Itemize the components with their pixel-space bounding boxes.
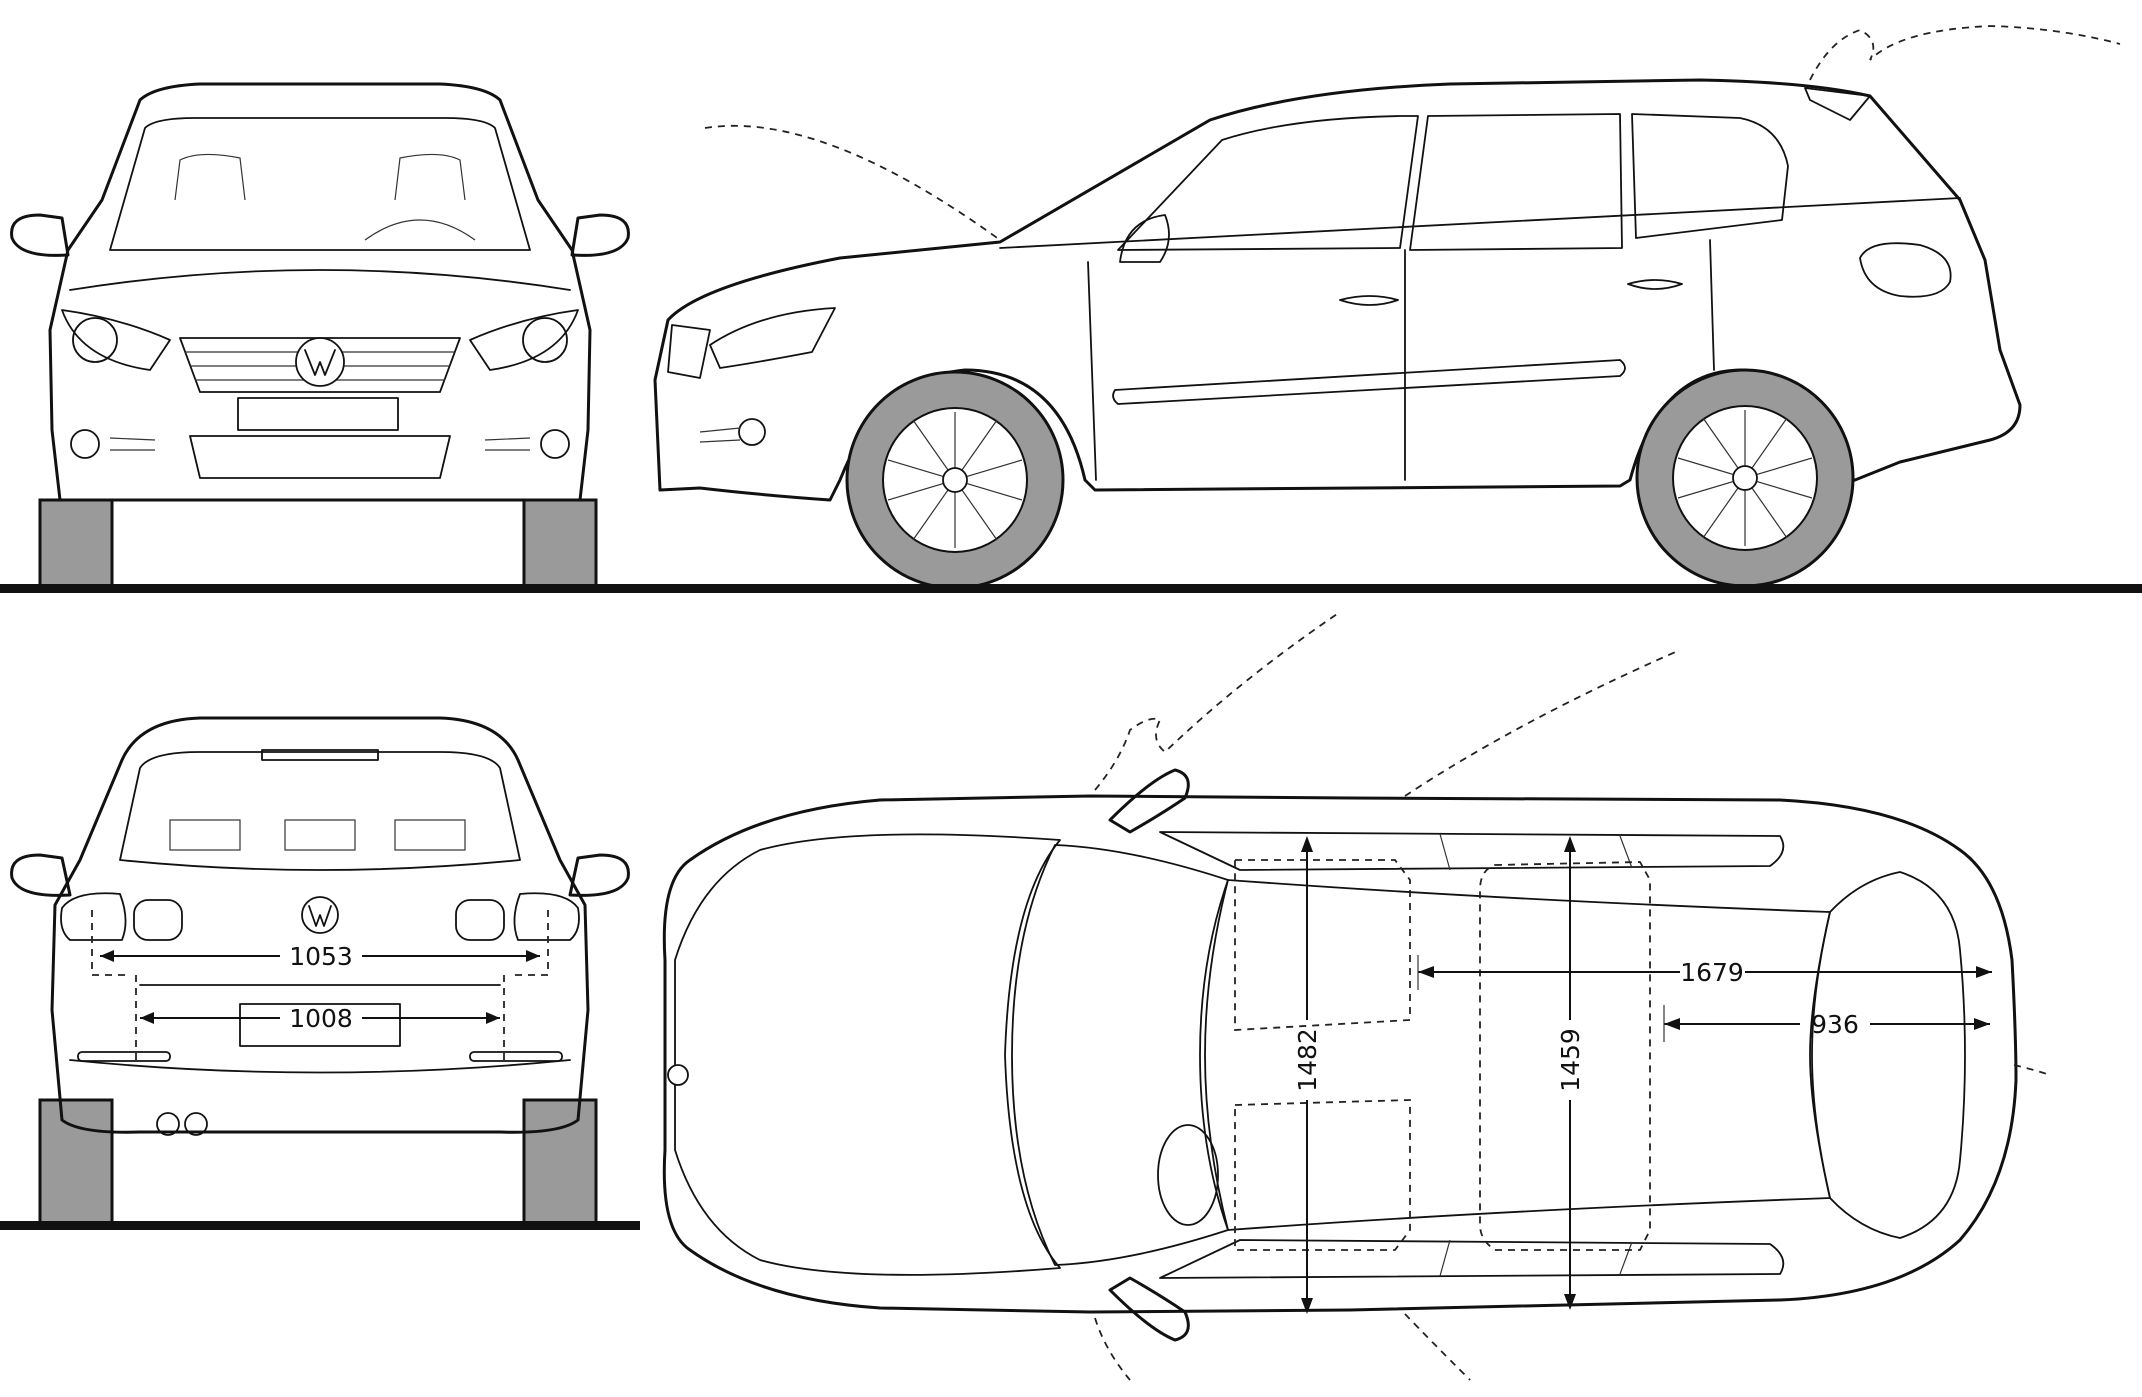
top-rear-bench-outline — [1479, 861, 1651, 1251]
top-load-length-min-label: 936 — [1811, 1010, 1859, 1039]
side-hood-open-arc — [704, 124, 1001, 241]
side-front-door-handle — [1339, 295, 1399, 306]
top-windshield — [1011, 844, 1229, 1266]
top-interior-width-front-label: 1482 — [1293, 1028, 1322, 1092]
front-left-tyre — [38, 498, 114, 590]
top-hood — [674, 833, 1061, 1276]
rear-headrest-right — [394, 819, 466, 851]
side-rear-hub-logo-icon — [1732, 465, 1758, 491]
front-license-plate — [237, 397, 399, 431]
top-left-mirror — [1108, 768, 1190, 834]
rear-left-reverse-light — [133, 899, 183, 941]
top-load-length-max-label: 1679 — [1680, 958, 1744, 987]
front-left-mirror — [10, 213, 70, 257]
side-front-door-front-edge — [1087, 261, 1097, 481]
rear-headrest-left — [169, 819, 241, 851]
top-body-outline — [662, 794, 2018, 1314]
rear-left-tyre — [38, 1098, 114, 1227]
front-seat-right — [394, 153, 466, 201]
front-grille — [179, 337, 461, 393]
side-front-window — [1117, 115, 1419, 251]
top-rear-window — [1811, 871, 1966, 1239]
side-ground-line — [0, 584, 2142, 593]
rear-body-outline — [50, 716, 590, 1134]
side-quarter-window — [1631, 113, 1789, 239]
rear-left-reflector — [77, 1051, 171, 1062]
rear-window — [119, 751, 521, 871]
rear-right-reflector — [469, 1051, 563, 1062]
rear-ground-line — [0, 1221, 640, 1230]
front-left-headlight-lamp — [72, 317, 118, 363]
rear-right-tyre — [522, 1098, 598, 1227]
front-left-fog-lamp — [70, 429, 100, 459]
front-right-tyre — [522, 498, 598, 590]
front-lower-intake — [189, 435, 451, 479]
side-rear-door-rear-edge — [1709, 239, 1715, 371]
front-right-mirror — [570, 213, 630, 257]
side-belt-line — [999, 197, 1961, 249]
top-front-seat-left-outline — [1234, 859, 1411, 1031]
rear-right-mirror — [568, 853, 630, 897]
rear-track-upper-guides — [91, 910, 549, 976]
side-rear-door-window — [1409, 113, 1623, 251]
rear-track-upper-label: 1053 — [289, 942, 353, 971]
front-body-outline — [48, 82, 592, 502]
top-left-side-windows — [1159, 831, 1785, 871]
top-rear-door-open-arc — [1404, 649, 1681, 797]
top-rear-door-open-arc-right — [1404, 1313, 1471, 1381]
top-steering-wheel — [1157, 1124, 1219, 1226]
steering-wheel — [364, 219, 476, 241]
side-rear-door-handle — [1627, 279, 1683, 290]
top-right-side-windows — [1159, 1239, 1785, 1279]
top-front-door-open-arc — [1094, 611, 1341, 791]
top-front-seat-right-outline — [1234, 1099, 1411, 1251]
rear-left-tail-light — [60, 892, 127, 941]
rear-bumper-line — [69, 1059, 571, 1074]
front-right-fog-lamp — [540, 429, 570, 459]
front-windshield — [109, 117, 531, 251]
top-hatch-arc — [2013, 1064, 2051, 1076]
side-body-moulding — [1112, 359, 1626, 405]
front-left-headlight — [61, 309, 171, 371]
side-mirror — [1119, 214, 1170, 263]
rear-track-lower-label: 1008 — [289, 1004, 353, 1033]
rear-exhaust-left — [156, 1112, 180, 1136]
rear-left-mirror — [10, 853, 72, 897]
top-view: 1482 1459 1679 936 — [662, 611, 2051, 1381]
rear-view: 1053 1008 — [0, 716, 640, 1230]
front-view — [0, 82, 640, 593]
front-seat-left — [174, 153, 246, 201]
side-rear-spoiler — [1804, 87, 1871, 121]
rear-exhaust-right — [184, 1112, 208, 1136]
side-view — [0, 25, 2142, 593]
rear-license-plate — [239, 1003, 401, 1047]
front-right-headlight — [469, 309, 579, 371]
side-fog-lamp — [738, 418, 766, 446]
top-right-mirror — [1108, 1276, 1190, 1342]
top-interior-width-rear-label: 1459 — [1556, 1028, 1585, 1092]
side-hatch-open-arc — [1809, 25, 2121, 81]
side-front-hub-logo-icon — [942, 467, 968, 493]
rear-headrest-center — [284, 819, 356, 851]
side-front-grille — [667, 324, 711, 379]
rear-track-lower-guides — [135, 975, 505, 1060]
top-front-door-open-arc-right — [1094, 1317, 1131, 1381]
front-vw-logo-mark — [304, 349, 336, 376]
top-vw-logo-icon — [667, 1064, 689, 1086]
front-hood-line — [69, 269, 571, 291]
rear-brake-light — [261, 749, 379, 761]
side-tail-light — [1859, 242, 1952, 298]
front-right-headlight-lamp — [522, 317, 568, 363]
rear-right-tail-light — [513, 892, 580, 941]
rear-right-reverse-light — [455, 899, 505, 941]
side-headlight — [709, 307, 836, 369]
